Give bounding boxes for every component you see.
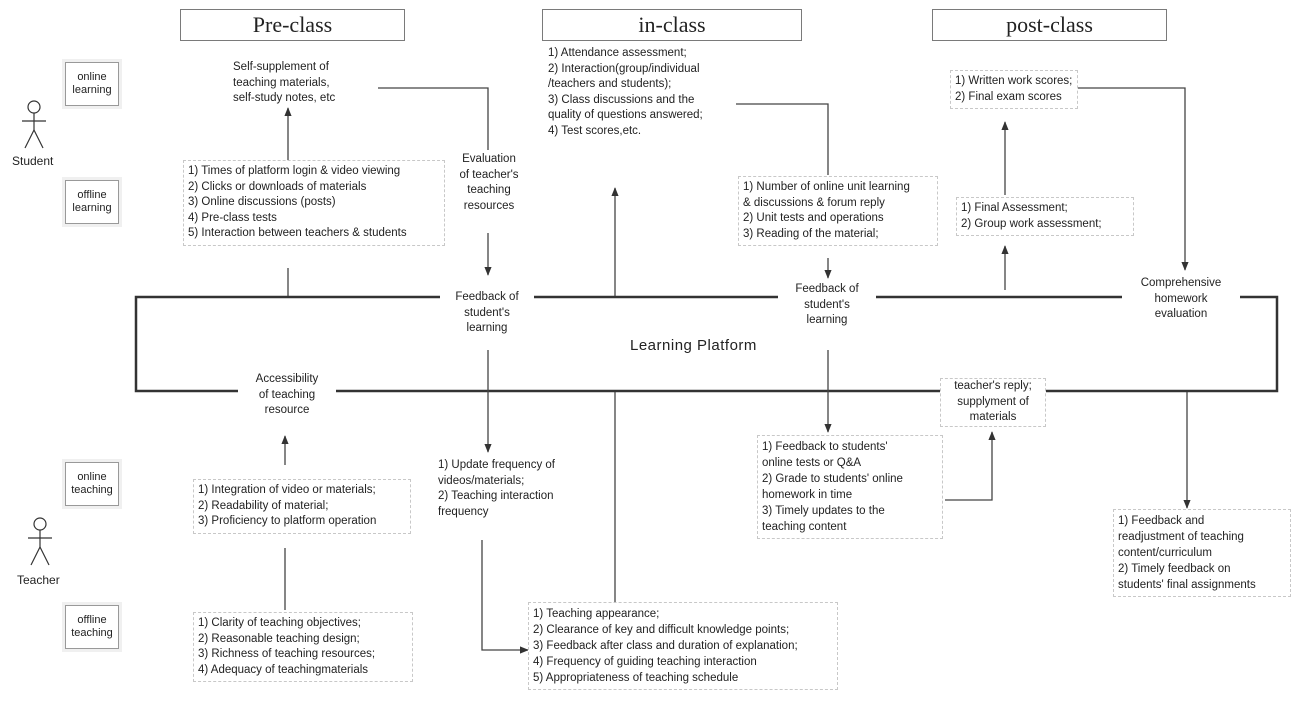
mode-online-learning: online learning [62,59,122,109]
node-update-frequency: 1) Update frequency of videos/materials;… [438,459,555,518]
learning-platform-box [134,295,1279,393]
node-integration: 1) Integration of video or materials; 2)… [193,479,411,534]
student-actor-icon [22,100,46,149]
node-comprehensive: Comprehensive homework evaluation [1122,276,1240,323]
node-in-class-list: 1) Attendance assessment; 2) Interaction… [548,47,703,137]
phase-in-class: in-class [542,9,802,41]
mode-offline-learning: offline learning [62,177,122,227]
node-feedback-readjust: 1) Feedback and readjustment of teaching… [1113,509,1291,597]
node-self-supplement: Self-supplement of teaching materials, s… [233,61,336,104]
phase-post-class: post-class [932,9,1167,41]
node-clarity: 1) Clarity of teaching objectives; 2) Re… [193,612,413,682]
node-feedback-tests: 1) Feedback to students' online tests or… [757,435,943,539]
student-label: Student [12,154,54,168]
teacher-actor-icon [28,517,52,566]
node-evaluation-resources: Evaluation of teacher's teaching resourc… [459,153,519,212]
supplement-to-evaluation-line [378,87,489,150]
node-online-unit: 1) Number of online unit learning & disc… [738,176,938,246]
node-feedback-learning-1: Feedback of student's learning [440,290,534,337]
node-teacher-reply: teacher's reply; supplyment of materials [940,378,1046,427]
node-teaching-appearance: 1) Teaching appearance; 2) Clearance of … [528,602,838,690]
learning-platform-title: Learning Platform [630,337,757,354]
written-to-comprehensive-arrow [1078,87,1189,271]
phase-pre-class: Pre-class [180,9,405,41]
node-final-assessment: 1) Final Assessment; 2) Group work asses… [956,197,1134,236]
node-student-online-pre: 1) Times of platform login & video viewi… [183,160,445,246]
mode-offline-teaching: offline teaching [62,602,122,652]
mode-online-teaching: online teaching [62,459,122,509]
node-feedback-learning-2: Feedback of student's learning [778,282,876,329]
node-accessibility: Accessibility of teaching resource [238,372,336,419]
inclass-to-online-unit-line [736,103,829,175]
node-written-work: 1) Written work scores; 2) Final exam sc… [950,70,1078,109]
tests-to-reply-arrow [945,431,996,501]
teacher-label: Teacher [17,573,60,587]
update-to-appearance-arrow [481,540,529,654]
